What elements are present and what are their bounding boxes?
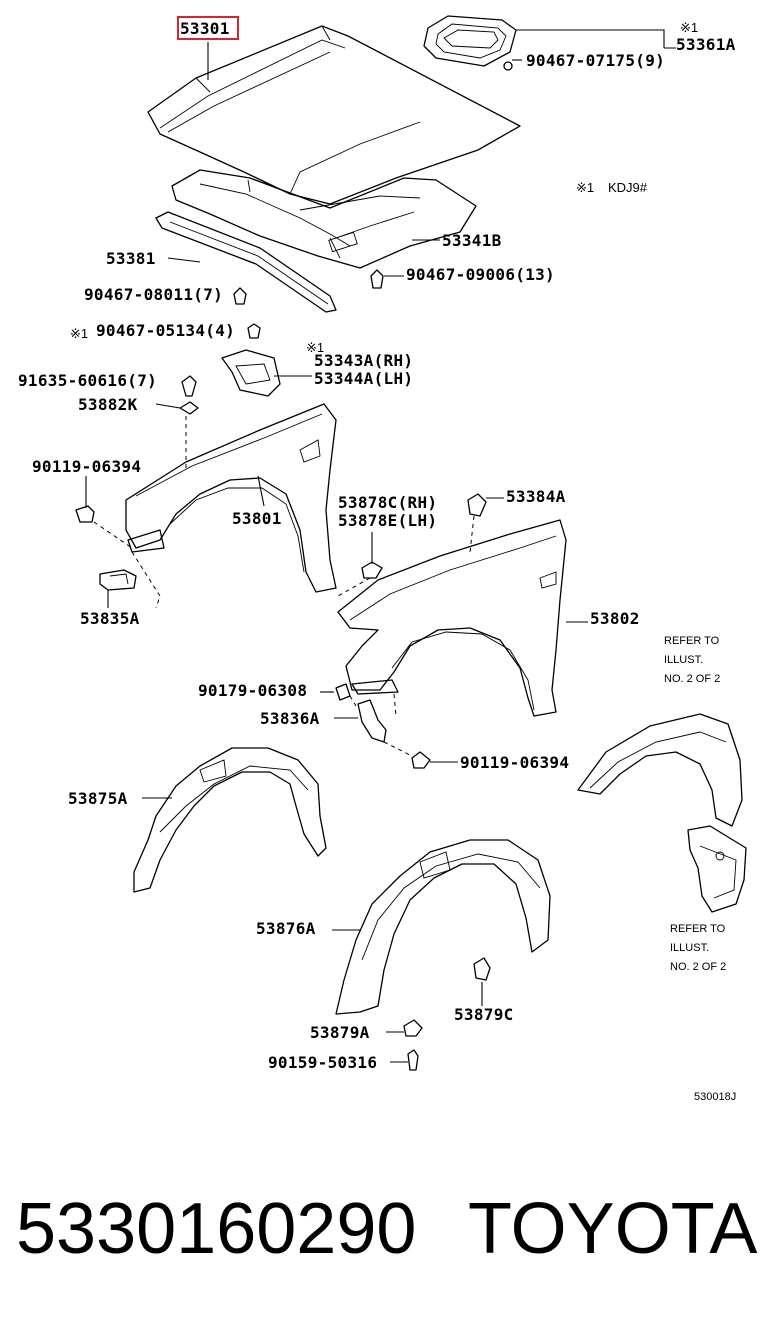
refer-note-2-line-3: NO. 2 OF 2 — [670, 961, 726, 973]
brand-caption: TOYOTA — [468, 1189, 758, 1269]
label-53879C[interactable]: 53879C — [454, 1005, 514, 1024]
hood-hinge-bracket-drawing — [221, 349, 281, 397]
cowl-vent-drawing — [423, 15, 517, 67]
label-90467-08011[interactable]: 90467-08011(7) — [84, 285, 223, 304]
refer-note-2-line-2: ILLUST. — [670, 942, 709, 954]
label-90119-06394-lower[interactable]: 90119-06394 — [460, 753, 569, 772]
label-90467-05134[interactable]: 90467-05134(4) — [96, 321, 235, 340]
label-53835A[interactable]: 53835A — [80, 609, 140, 628]
mark-53343A: ※1 — [306, 340, 324, 355]
label-53384A[interactable]: 53384A — [506, 487, 566, 506]
fastener-clips — [75, 61, 513, 1071]
refer-note-2-line-1: REFER TO — [670, 923, 726, 935]
highlighted-part-label[interactable]: 53301 — [180, 19, 230, 38]
label-53876A[interactable]: 53876A — [256, 919, 316, 938]
fender-clip-53835A-drawing — [99, 569, 137, 591]
label-90159-50316[interactable]: 90159-50316 — [268, 1053, 377, 1072]
fender-bracket-53836A-drawing — [357, 699, 387, 743]
note-mark: ※1 — [576, 180, 594, 195]
highlight-box — [177, 16, 239, 40]
label-53836A[interactable]: 53836A — [260, 709, 320, 728]
label-53361A[interactable]: 53361A — [676, 35, 736, 54]
front-fender-lh-drawing — [125, 403, 337, 593]
bottom-caption: 5330160290 TOYOTA — [0, 1188, 760, 1288]
label-53381[interactable]: 53381 — [106, 249, 156, 268]
mark-53361A: ※1 — [680, 20, 698, 35]
label-90119-06394-upper[interactable]: 90119-06394 — [32, 457, 141, 476]
label-53878E-lh[interactable]: 53878E(LH) — [338, 511, 437, 530]
hood-insulator-drawing — [171, 169, 477, 269]
label-53343A-rh[interactable]: 53343A(RH) — [314, 351, 413, 370]
label-53802[interactable]: 53802 — [590, 609, 640, 628]
label-53344A-lh[interactable]: 53344A(LH) — [314, 369, 413, 388]
label-91635-60616[interactable]: 91635-60616(7) — [18, 371, 157, 390]
label-90467-07175[interactable]: 90467-07175(9) — [526, 51, 665, 70]
label-53878C-rh[interactable]: 53878C(RH) — [338, 493, 437, 512]
drawing-ref-code: 530018J — [694, 1091, 736, 1103]
mark-90467-05134: ※1 — [70, 326, 88, 341]
part-number-caption: 5330160290 — [16, 1189, 417, 1269]
fender-liner-53875A-drawing — [133, 747, 327, 893]
front-fender-rh-drawing — [337, 519, 567, 717]
label-53341B[interactable]: 53341B — [442, 231, 502, 250]
label-53882K[interactable]: 53882K — [78, 395, 138, 414]
leader-lines — [85, 29, 676, 1063]
label-90179-06308[interactable]: 90179-06308 — [198, 681, 307, 700]
label-53875A[interactable]: 53875A — [68, 789, 128, 808]
note-text: KDJ9# — [608, 180, 648, 195]
label-53879A[interactable]: 53879A — [310, 1023, 370, 1042]
fender-liner-53876A-drawing — [335, 839, 551, 1015]
label-90467-09006[interactable]: 90467-09006(13) — [406, 265, 555, 284]
refer-note-1-line-1: REFER TO — [664, 635, 720, 647]
mudguard-reference-drawing — [687, 825, 747, 913]
refer-note-1-line-3: NO. 2 OF 2 — [664, 673, 720, 685]
label-53801[interactable]: 53801 — [232, 509, 282, 528]
assembly-dashed-lines — [93, 416, 475, 757]
hood-seal-drawing — [155, 211, 337, 313]
refer-note-1-line-2: ILLUST. — [664, 654, 703, 666]
fender-flare-reference-drawing — [577, 713, 743, 827]
hood-panel-drawing — [147, 25, 521, 205]
exploded-view-drawing: 53301 ※1 53361A 90467-07175(9) ※1 KDJ9# … — [18, 15, 747, 1103]
